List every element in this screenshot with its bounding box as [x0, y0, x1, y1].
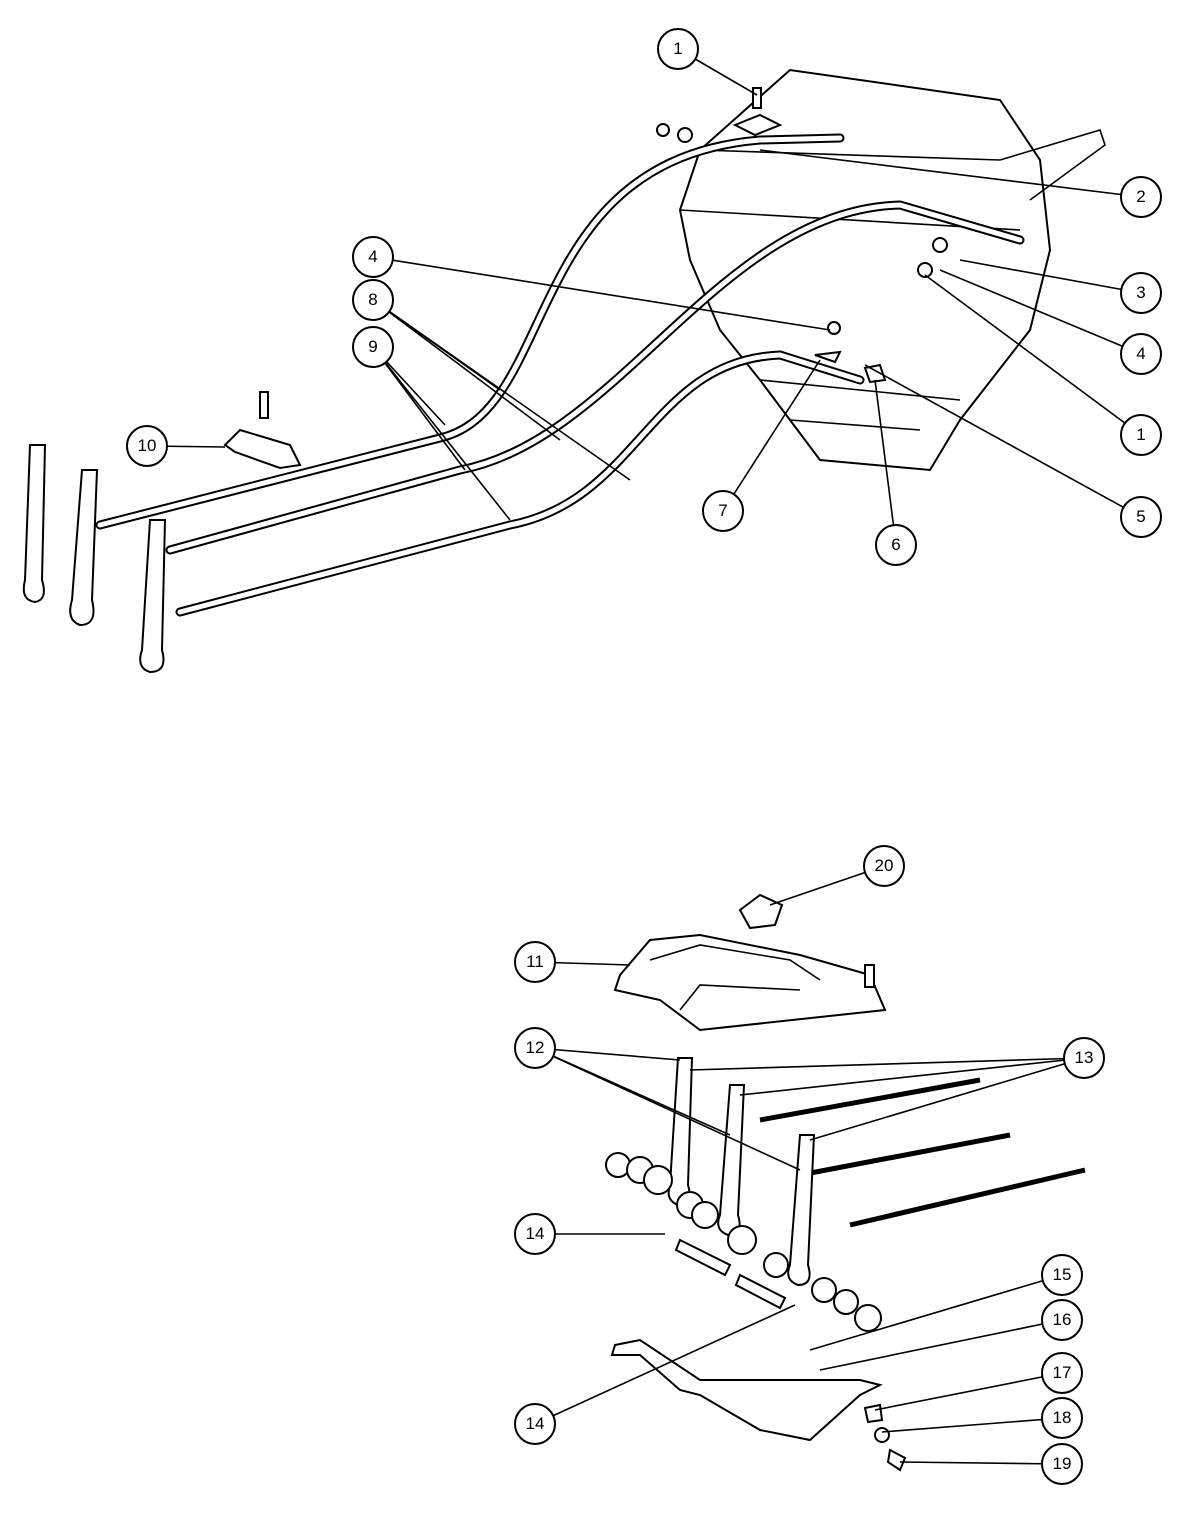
callout-2: 2	[1120, 176, 1162, 218]
leader-line	[739, 1057, 1085, 1096]
callout-17: 17	[1041, 1352, 1083, 1394]
leader-line	[819, 1319, 1063, 1371]
bracket	[223, 428, 302, 470]
leader-line	[534, 1047, 681, 1061]
callout-11: 11	[514, 941, 556, 983]
callout-4: 4	[352, 236, 394, 278]
leader-lines	[146, 48, 1142, 1465]
callout-7: 7	[702, 490, 744, 532]
leader-line	[534, 1304, 796, 1425]
callout-5: 5	[1120, 496, 1162, 538]
leader-line	[924, 274, 1142, 436]
leader-line	[372, 299, 561, 441]
callout-19: 19	[1041, 1443, 1083, 1485]
leader-line	[939, 269, 1142, 355]
leader-line	[372, 346, 511, 521]
upper-levers	[22, 444, 167, 674]
callout-18: 18	[1041, 1397, 1083, 1439]
callout-15: 15	[1041, 1254, 1083, 1296]
leader-line	[689, 1057, 1085, 1071]
callout-13: 13	[1063, 1037, 1105, 1079]
leader-line	[809, 1274, 1063, 1351]
leader-line	[864, 364, 1142, 518]
washer	[677, 127, 693, 143]
callout-14: 14	[514, 1403, 556, 1445]
leader-line	[959, 259, 1142, 294]
leader-line	[874, 1372, 1063, 1411]
bolt	[259, 391, 269, 419]
lower-cables	[759, 1077, 1086, 1228]
nut	[656, 123, 670, 137]
leader-line	[874, 379, 897, 546]
leader-line	[899, 1461, 1063, 1465]
bolt	[752, 87, 762, 109]
callout-6: 6	[875, 524, 917, 566]
transmission-housing	[678, 68, 1106, 472]
callout-20: 20	[863, 845, 905, 887]
callout-12: 12	[514, 1027, 556, 1069]
leader-line	[372, 256, 831, 331]
callout-1: 1	[657, 28, 699, 70]
pin	[674, 1238, 732, 1277]
base-bracket	[610, 1338, 883, 1442]
leader-line	[372, 299, 631, 481]
lower-levers	[667, 1057, 816, 1287]
pin	[734, 1273, 787, 1310]
callout-9: 9	[352, 326, 394, 368]
callout-4: 4	[1120, 333, 1162, 375]
leader-line	[534, 1047, 801, 1171]
callout-10: 10	[126, 425, 168, 467]
callout-16: 16	[1041, 1299, 1083, 1341]
callout-3: 3	[1120, 272, 1162, 314]
leader-line	[759, 149, 1142, 198]
bushings	[605, 1152, 882, 1332]
leader-line	[722, 359, 821, 512]
leader-line	[881, 1417, 1063, 1433]
leader-line	[809, 1057, 1085, 1141]
callout-14: 14	[514, 1213, 556, 1255]
callout-8: 8	[352, 279, 394, 321]
knob	[738, 893, 784, 930]
clamp	[732, 113, 783, 137]
callout-1: 1	[1120, 414, 1162, 456]
shift-cover	[613, 933, 887, 1032]
